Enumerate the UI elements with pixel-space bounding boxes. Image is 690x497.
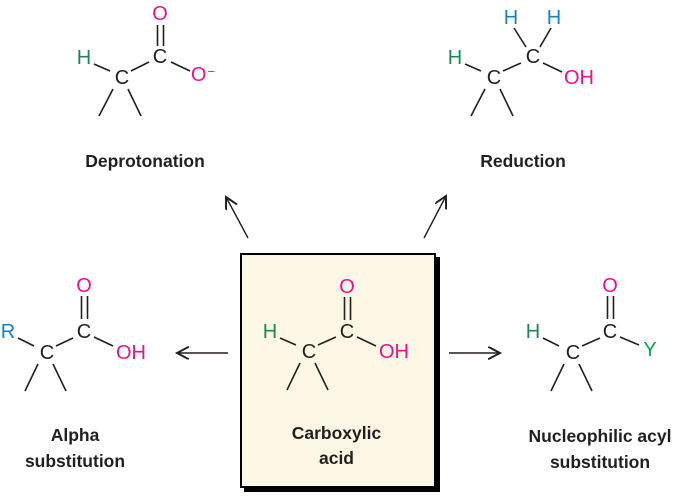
oxygen-atom: O (76, 275, 92, 297)
reduction-structure-bonds (464, 27, 563, 117)
arrow-to-deprotonation (226, 197, 249, 239)
oxygen-anion: O− (191, 65, 215, 85)
oxygen-atom: O (152, 3, 168, 25)
alpha-substitution-structure-bonds (17, 296, 114, 392)
alpha-substitution-label: Alpha substitution (0, 422, 175, 474)
nucleophilic-acyl-substitution-label: Nucleophilic acyl substitution (498, 423, 690, 475)
carboxylic-acid-label-line2: acid (318, 448, 355, 468)
carbon-atom: C (525, 46, 541, 68)
hydroxyl-group: OH (564, 67, 594, 89)
carboxylic-acid-label: Carboxylic acid (240, 421, 433, 471)
carbon-atom: C (602, 321, 618, 343)
carbon-atom: C (339, 321, 355, 343)
carboxylic-acid-box (240, 253, 436, 488)
hydrogen-atom: H (525, 321, 541, 343)
carbon-atom: C (152, 46, 168, 68)
hydrogen-atom: H (76, 47, 92, 69)
hydrogen-atom: H (262, 321, 278, 343)
alpha-substitution-label-line1: Alpha (50, 425, 100, 445)
carboxylic-acid-label-line1: Carboxylic (291, 423, 382, 443)
r-group: R (0, 321, 16, 343)
oxygen-atom: O (190, 64, 207, 86)
hydrogen-atom: H (447, 47, 463, 69)
reduction-label: Reduction (480, 151, 566, 171)
y-leaving-group: Y (643, 339, 657, 361)
deprotonation-label: Deprotonation (85, 151, 205, 171)
carbon-atom: C (114, 67, 130, 89)
oxygen-atom: O (602, 275, 618, 297)
carboxylic-acid-structure-bonds (279, 297, 377, 391)
oxygen-atom: O (339, 276, 355, 298)
deprotonation-structure-bonds (93, 25, 191, 117)
hydrogen-atom: H (546, 7, 562, 29)
carbon-atom: C (301, 341, 317, 363)
nucleophilic-acyl-substitution-label-line1: Nucleophilic acyl (528, 426, 672, 446)
nucleophilic-acyl-substitution-label-line2: substitution (549, 452, 651, 472)
hydroxyl-group: OH (116, 342, 146, 364)
hydrogen-atom: H (503, 7, 519, 29)
carbon-atom: C (39, 342, 55, 364)
negative-charge: − (207, 64, 216, 79)
hydroxyl-group: OH (379, 341, 409, 363)
alpha-substitution-label-line2: substitution (24, 451, 126, 471)
nucleophilic-acyl-substitution-structure-bonds (542, 296, 640, 392)
carbon-atom: C (486, 67, 502, 89)
arrow-to-reduction (423, 196, 446, 239)
carbon-atom: C (76, 321, 92, 343)
carbon-atom: C (565, 342, 581, 364)
reaction-arrows (177, 196, 500, 353)
